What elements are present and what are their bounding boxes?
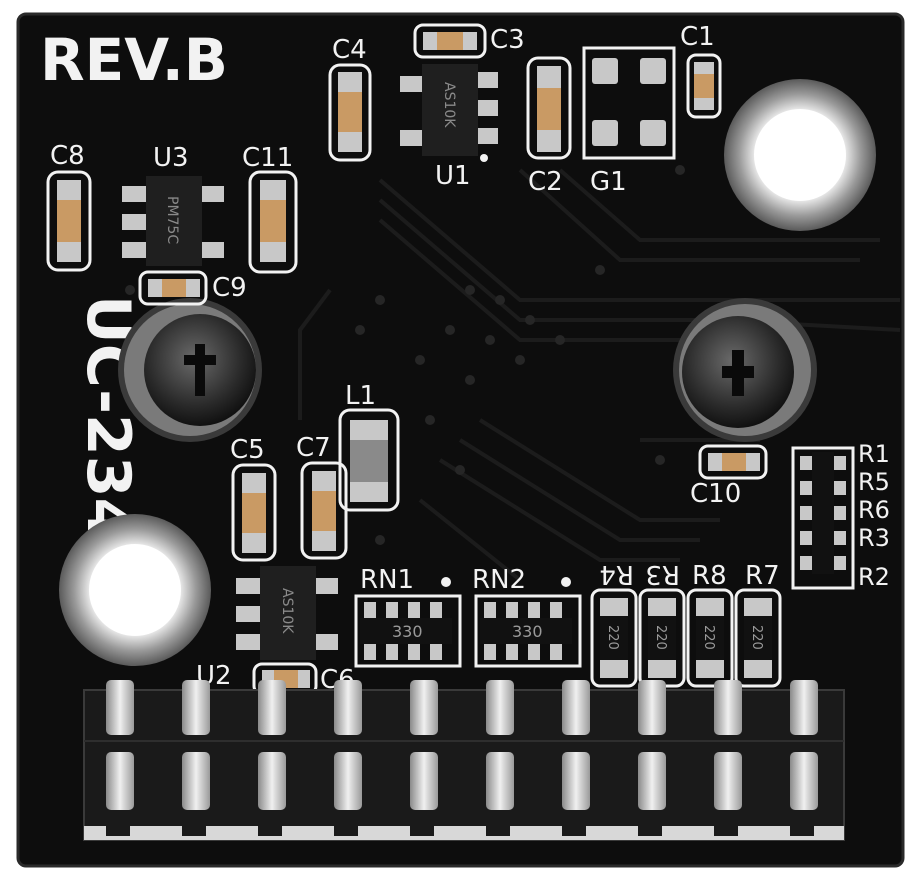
capacitor-c5	[231, 463, 277, 562]
refdes-c3: C3	[490, 25, 525, 55]
refdes-r1: R1	[858, 440, 890, 468]
pcb-vias	[125, 165, 685, 545]
ic-u3-marking: PM75C	[164, 196, 180, 244]
inductor-l1	[338, 408, 400, 512]
refdes-u3: U3	[153, 143, 189, 173]
mounting-hole-top-right	[724, 79, 876, 231]
refdes-c7: C7	[296, 433, 331, 463]
resistor-r4: 220	[590, 588, 638, 688]
refdes-r2: R2	[858, 563, 890, 591]
capacitor-c11	[248, 170, 298, 274]
refdes-rn1: RN1	[360, 565, 414, 595]
capacitor-c2	[526, 56, 572, 160]
rn2-pin1-dot	[561, 577, 571, 587]
ic-u1-marking: AS10K	[441, 82, 457, 128]
capacitor-c8	[46, 170, 92, 272]
refdes-rn2: RN2	[472, 565, 526, 595]
ic-u3: PM75C	[122, 176, 224, 266]
crystal-g1	[582, 46, 676, 160]
capacitor-c7	[300, 461, 348, 560]
ic-u2: AS10K	[236, 566, 338, 660]
rn2-marking: 330	[512, 622, 543, 641]
resistor-network-rn2: 330	[474, 594, 582, 668]
resistor-r3: 220	[638, 588, 686, 688]
capacitor-c1	[686, 53, 722, 119]
refdes-r4: R4	[599, 559, 634, 589]
screw-left	[118, 298, 262, 442]
ic-u2-marking: AS10K	[279, 588, 295, 634]
refdes-r7: R7	[745, 561, 780, 591]
capacitor-c10	[698, 444, 768, 480]
refdes-c11: C11	[242, 143, 293, 173]
refdes-c10: C10	[690, 479, 741, 509]
refdes-c5: C5	[230, 435, 265, 465]
screw-right	[673, 298, 817, 442]
refdes-r3-right: R3	[858, 524, 890, 552]
r3-marking: 220	[653, 625, 668, 650]
capacitor-c9	[138, 270, 208, 306]
resistor-r8: 220	[686, 588, 734, 688]
refdes-r5: R5	[858, 468, 890, 496]
refdes-r6: R6	[858, 496, 890, 524]
ic-u1: AS10K	[400, 64, 498, 162]
rn1-pin1-dot	[441, 577, 451, 587]
refdes-c1: C1	[680, 22, 715, 52]
pin-header	[83, 680, 845, 841]
header-pins-bottom	[106, 752, 818, 810]
refdes-r8: R8	[692, 561, 727, 591]
capacitor-c3	[413, 23, 487, 59]
rn1-marking: 330	[392, 622, 423, 641]
resistor-r7: 220	[734, 588, 782, 688]
capacitor-c4	[328, 63, 372, 162]
resistor-network-rn1: 330	[354, 594, 462, 668]
r8-marking: 220	[701, 625, 716, 650]
r7-marking: 220	[749, 625, 764, 650]
refdes-l1: L1	[345, 381, 376, 411]
refdes-u1: U1	[435, 161, 471, 191]
refdes-c9: C9	[212, 273, 247, 303]
refdes-c2: C2	[528, 167, 563, 197]
header-pins-top	[106, 680, 818, 735]
resistor-array-right	[791, 446, 855, 590]
refdes-c4: C4	[332, 35, 367, 65]
refdes-c8: C8	[50, 141, 85, 171]
mounting-hole-bottom-left	[59, 514, 211, 666]
revision-label: REV.B	[40, 26, 228, 94]
refdes-g1: G1	[590, 167, 627, 197]
r4-marking: 220	[605, 625, 620, 650]
refdes-r3: R3	[645, 559, 680, 589]
